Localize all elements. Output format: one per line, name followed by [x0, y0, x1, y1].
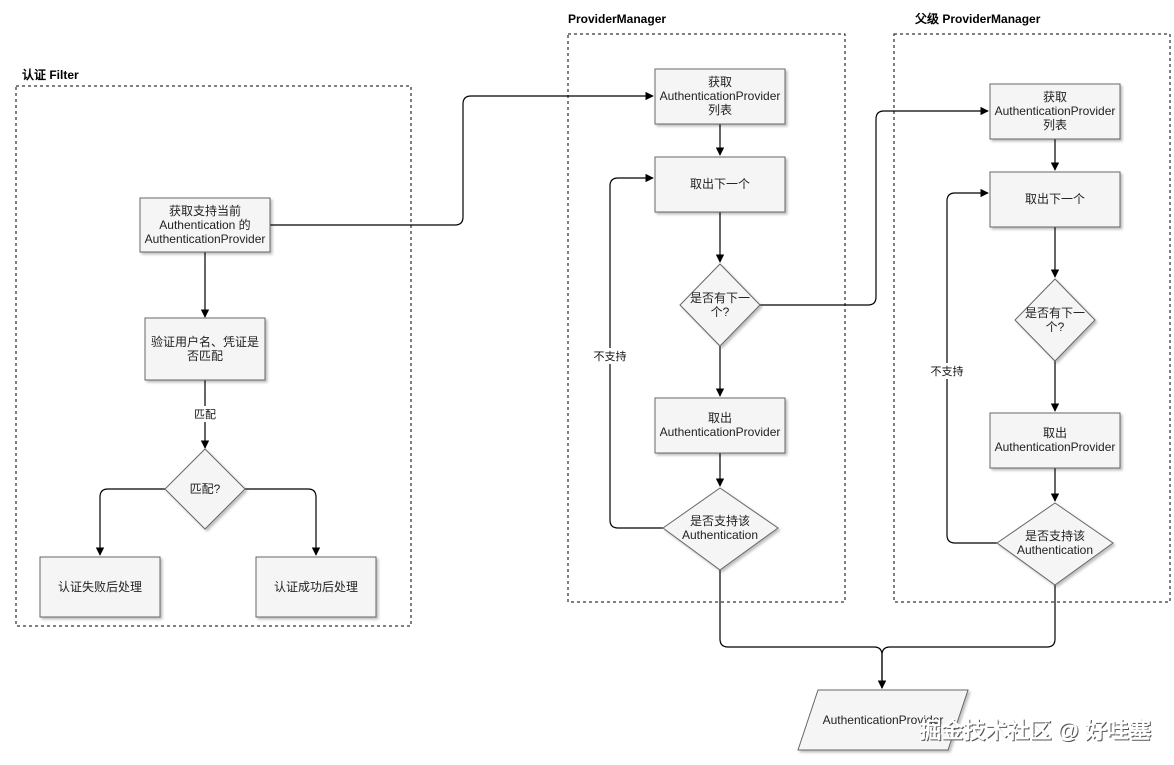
node-label-line: AuthenticationProvider [995, 440, 1116, 454]
edge-label-unsupported-parent: 不支持 [931, 364, 964, 378]
node-label-line: AuthenticationProvider [145, 232, 266, 246]
output-authentication-provider-label: AuthenticationProvider [823, 713, 944, 727]
edge-label-bg [592, 348, 628, 364]
edge-label-bg [193, 406, 217, 422]
node-label-line: 个? [1046, 320, 1065, 334]
node-label-line: AuthenticationProvider [660, 425, 781, 439]
node-auth-success [255, 556, 377, 618]
node-pm-take-next-label: 取出下一个 [690, 177, 750, 191]
node-label-line: 列表 [1043, 118, 1067, 132]
node-label-line: 认证成功后处理 [274, 580, 358, 594]
edges [95, 91, 1060, 689]
node-label-line: Authentication 的 [159, 217, 250, 232]
node-label-line: 个? [711, 305, 730, 319]
node-label-line: 获取 [708, 75, 732, 89]
decision-parent-supports [996, 502, 1114, 586]
container-parent-provider-manager [893, 33, 1171, 603]
edge-p5-out [719, 570, 887, 689]
node-label-line: Authentication [682, 528, 758, 542]
node-parent-take-next [989, 171, 1121, 228]
node-label-line: 是否有下一 [1025, 306, 1085, 320]
node-label-line: 认证失败后处理 [58, 579, 142, 594]
node-verify-credentials [144, 317, 266, 381]
node-pm-take-next [654, 156, 786, 213]
node-pm-take-provider [654, 397, 786, 454]
node-label-line: Authentication [1017, 543, 1093, 557]
edge-label-match: 匹配 [194, 408, 216, 421]
container-provider-manager [567, 33, 846, 603]
node-label-line: 取出 [708, 411, 732, 425]
node-label-line: 匹配? [190, 482, 221, 496]
node-label-line: 验证用户名、凭证是 [151, 334, 259, 349]
node-parent-take-next-label: 取出下一个 [1025, 192, 1085, 206]
node-auth-failure [39, 556, 161, 618]
decision-pm-has-next-label: 是否有下一个? [690, 291, 750, 319]
node-parent-get-provider-list [989, 83, 1121, 140]
node-label-line: 取出下一个 [690, 177, 750, 191]
node-label-line: AuthenticationProvider [660, 89, 781, 103]
node-verify-credentials-label: 验证用户名、凭证是否匹配 [151, 334, 259, 363]
node-label-line: AuthenticationProvider [823, 713, 944, 727]
edge-p3-q1 [760, 106, 989, 306]
container-parent-provider-manager-title: 父级 ProviderManager [914, 11, 1041, 26]
decision-pm-supports [662, 487, 779, 571]
node-auth-success-label: 认证成功后处理 [274, 580, 358, 594]
decision-parent-has-next-label: 是否有下一个? [1025, 306, 1085, 334]
node-label-line: 取出下一个 [1025, 192, 1085, 206]
node-label-line: AuthenticationProvider [995, 104, 1116, 118]
watermark-shadow: 掘金技术社区 @ 好哇塞 [920, 719, 1153, 744]
node-label-line: 否匹配 [187, 349, 223, 363]
node-label-line: 取出 [1043, 426, 1067, 440]
container-filter-title: 认证 Filter [22, 67, 79, 82]
edge-label-unsupported-pm: 不支持 [594, 349, 627, 363]
node-label-line: 是否有下一 [690, 291, 750, 305]
node-pm-get-provider-list [654, 68, 786, 125]
node-label-line: 列表 [708, 103, 732, 117]
decision-pm-has-next [679, 263, 761, 347]
node-label-line: 是否支持该 [1025, 528, 1085, 543]
edge-f3-f4 [95, 488, 165, 556]
output-authentication-provider [797, 689, 969, 751]
decision-match [164, 448, 246, 530]
node-label-line: 获取 [1043, 90, 1067, 104]
edge-f1-p1 [270, 91, 654, 226]
node-label-line: 是否支持该 [690, 513, 750, 528]
node-label-line: 获取支持当前 [169, 203, 241, 218]
decision-match-label: 匹配? [190, 482, 221, 496]
node-auth-failure-label: 认证失败后处理 [58, 579, 142, 594]
decision-parent-has-next [1014, 278, 1096, 362]
edge-label-bg [929, 363, 965, 379]
node-parent-take-provider [989, 412, 1121, 469]
node-get-supporting-provider [139, 197, 271, 253]
edge-f3-f5 [245, 488, 321, 556]
container-provider-manager-title: ProviderManager [568, 12, 666, 26]
edge-q5-out [877, 585, 1056, 689]
watermark: 掘金技术社区 @ 好哇塞 [919, 718, 1152, 743]
